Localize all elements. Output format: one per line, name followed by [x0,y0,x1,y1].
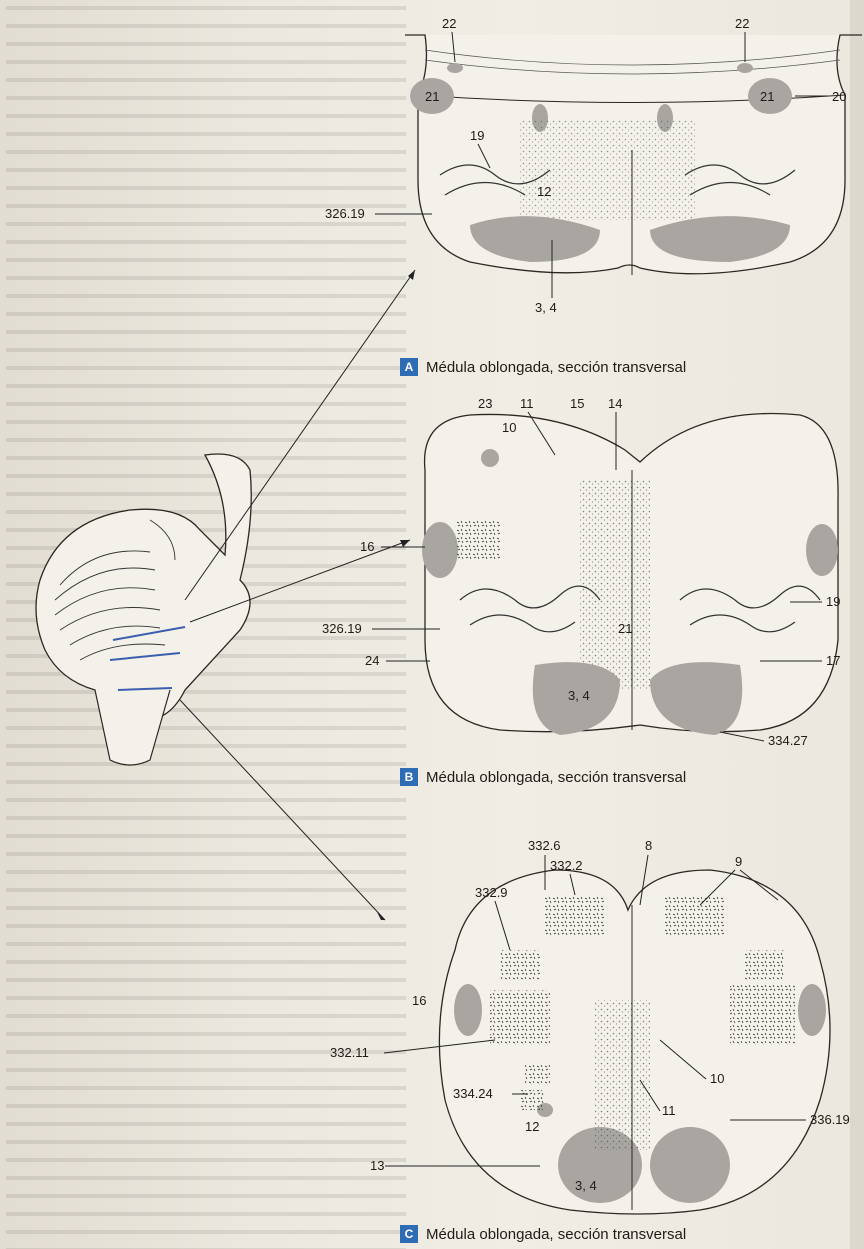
section-a-diagram [405,35,862,275]
label-b-19: 19 [826,594,840,609]
label-a-12: 12 [537,184,551,199]
label-a-21-left: 21 [425,89,439,104]
label-c-332-9: 332.9 [475,885,508,900]
caption-c: C Médula oblongada, sección transversal [400,1225,686,1243]
label-b-3-4: 3, 4 [568,688,590,703]
caption-a-letter: A [400,358,418,376]
caption-b: B Médula oblongada, sección transversal [400,768,686,786]
label-c-9: 9 [735,854,742,869]
brainstem-sketch [36,270,415,920]
label-b-24: 24 [365,653,379,668]
caption-b-text: Médula oblongada, sección transversal [426,769,686,786]
label-c-10: 10 [710,1071,724,1086]
label-a-20: 20 [832,89,846,104]
label-c-336-19: 336.19 [810,1112,850,1127]
caption-c-text: Médula oblongada, sección transversal [426,1226,686,1243]
label-c-13: 13 [370,1158,384,1173]
label-a-19: 19 [470,128,484,143]
section-c-diagram [439,870,830,1214]
label-a-21-right: 21 [760,89,774,104]
label-a-22-left: 22 [442,16,456,31]
label-c-332-6: 332.6 [528,838,561,853]
label-c-12: 12 [525,1119,539,1134]
label-b-326-19: 326.19 [322,621,362,636]
label-c-8: 8 [645,838,652,853]
label-a-22-right: 22 [735,16,749,31]
caption-a: A Médula oblongada, sección transversal [400,358,686,376]
label-a-3-4: 3, 4 [535,300,557,315]
label-a-326-19: 326.19 [325,206,365,221]
caption-c-letter: C [400,1225,418,1243]
label-b-11: 11 [520,396,534,411]
label-c-332-2: 332.2 [550,858,583,873]
label-b-16: 16 [360,539,374,554]
label-c-332-11: 332.11 [330,1045,369,1060]
label-c-16: 16 [412,993,426,1008]
label-b-21: 21 [618,621,632,636]
caption-b-letter: B [400,768,418,786]
label-b-23: 23 [478,396,492,411]
label-b-10: 10 [502,420,516,435]
label-b-14: 14 [608,396,622,411]
label-c-334-24: 334.24 [453,1086,493,1101]
label-b-17: 17 [826,653,840,668]
label-c-3-4: 3, 4 [575,1178,597,1193]
label-c-11: 11 [662,1103,676,1118]
caption-a-text: Médula oblongada, sección transversal [426,359,686,376]
label-b-334-27: 334.27 [768,733,808,748]
label-b-15: 15 [570,396,584,411]
section-b-diagram [422,414,838,735]
